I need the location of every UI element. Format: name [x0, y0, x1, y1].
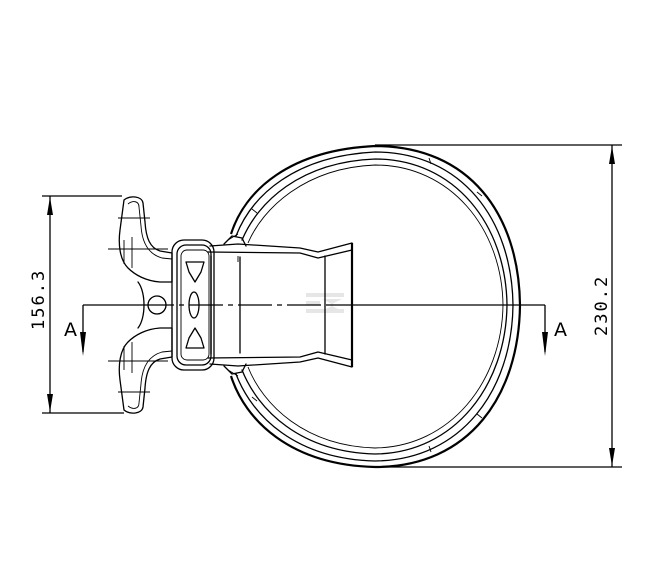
section-label-left: A	[64, 319, 77, 341]
section-marker-left: A	[64, 305, 86, 356]
dimension-left: 156.3	[29, 195, 124, 414]
section-marker-right: A	[542, 305, 567, 356]
loop-ring	[229, 144, 522, 469]
dimension-right: 230.2	[375, 144, 622, 468]
mounting-bracket	[108, 196, 173, 414]
section-label-right: A	[554, 319, 567, 341]
dimension-value-left: 156.3	[29, 269, 49, 330]
dimension-value-right: 230.2	[592, 275, 612, 336]
